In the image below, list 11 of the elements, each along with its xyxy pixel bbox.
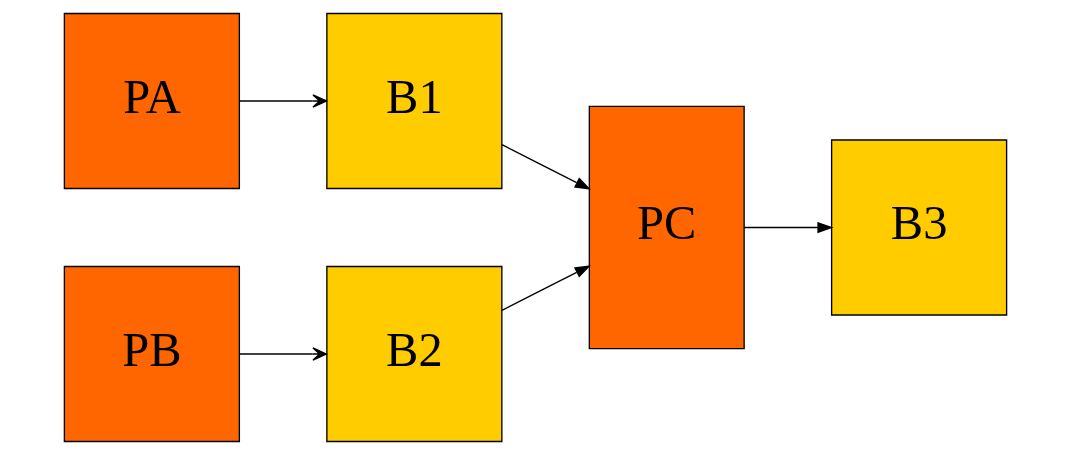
node-box: PC (588, 105, 745, 350)
node-box: B2 (325, 265, 503, 443)
arrow (238, 347, 327, 361)
node-box: B3 (830, 139, 1007, 316)
arrow (238, 94, 327, 108)
arrow (500, 265, 591, 311)
node-box: PA (63, 12, 240, 190)
node-box: B1 (325, 12, 503, 190)
arrow (743, 221, 834, 234)
node-box: PB (63, 265, 240, 443)
arrow (500, 144, 591, 190)
